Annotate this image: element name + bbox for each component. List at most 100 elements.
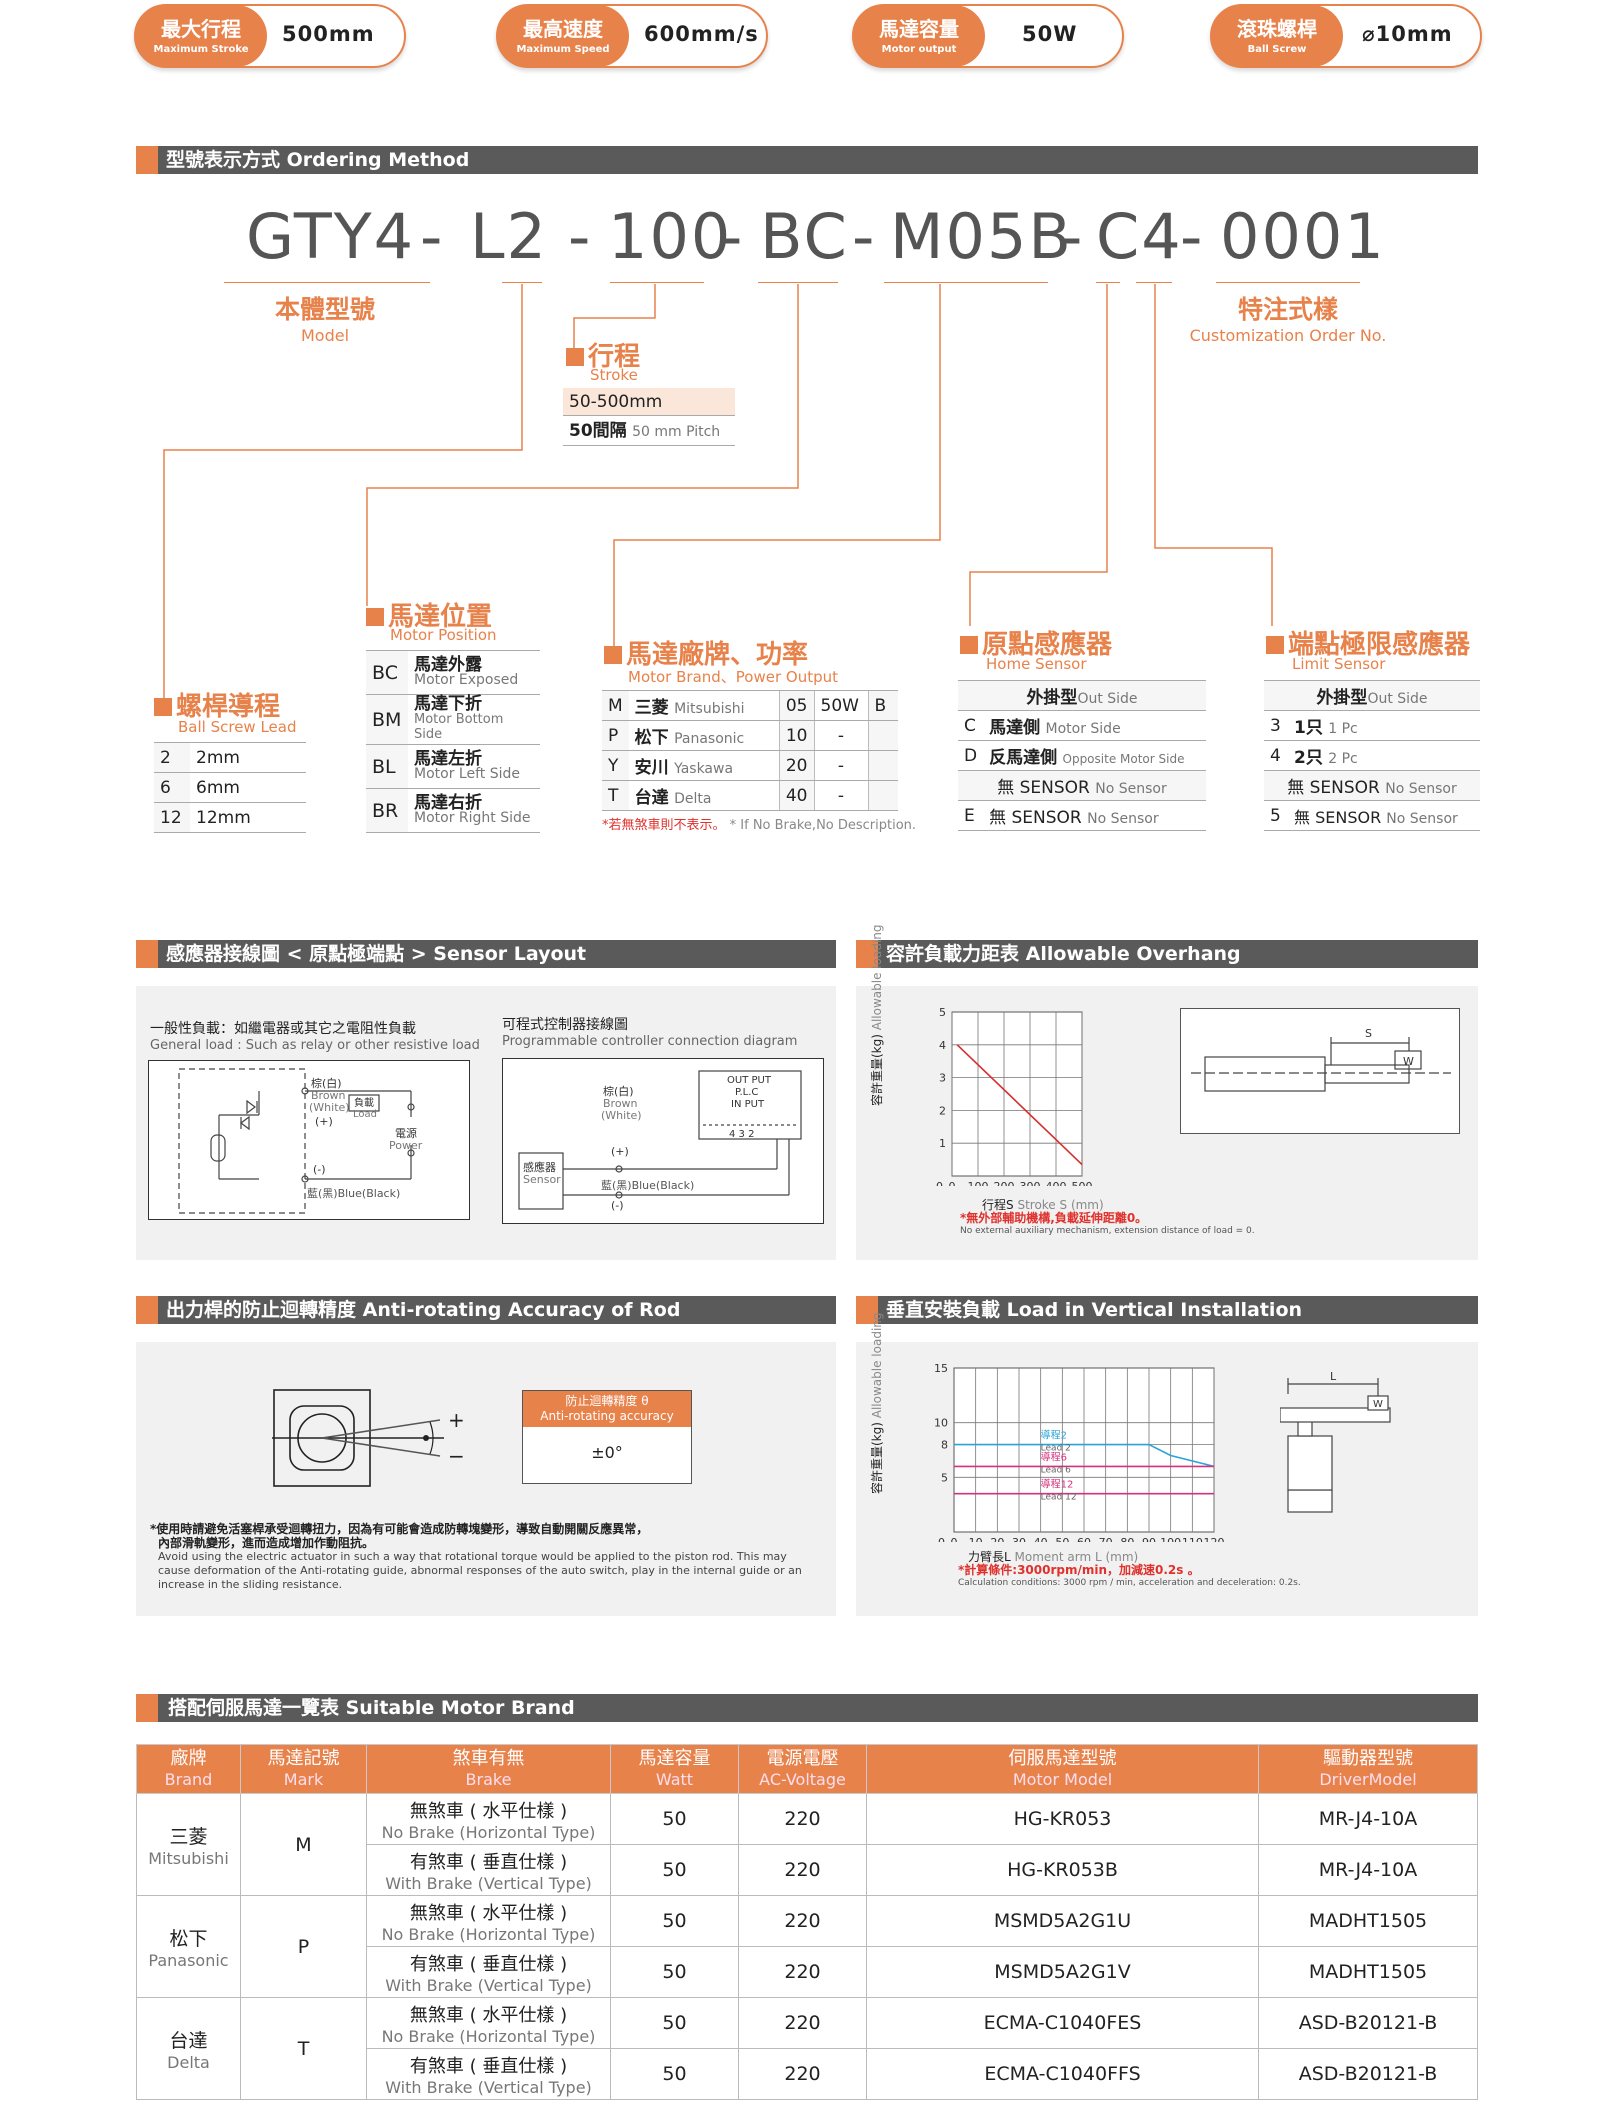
position-code: BC [366, 650, 408, 695]
brake-en: With Brake (Vertical Type) [385, 1975, 592, 1995]
series-label: 導程2 [1041, 1429, 1067, 1442]
spec-label: 滾珠螺桿 [1237, 17, 1317, 41]
origin-label: 0 [936, 1180, 943, 1186]
spec-label-en: Maximum Stroke [153, 44, 249, 55]
code-sensor: C4 [1096, 200, 1183, 273]
col-zh: 伺服馬達型號 [1008, 1748, 1117, 1769]
brand-en: Mitsubishi [148, 1848, 229, 1868]
brake-zh: 無煞車 ( 水平仕樣 ) [409, 1902, 568, 1924]
model-label-zh: 本體型號 [274, 295, 375, 324]
brand-power: 50W [813, 690, 868, 721]
l-label: L [1330, 1370, 1337, 1383]
position-en: Motor Right Side [414, 809, 531, 826]
antirot-note-en: Avoid using the electric actuator in suc… [158, 1550, 802, 1591]
x-tick-label: 40 [1034, 1536, 1048, 1542]
origin-label: 0 [938, 1536, 945, 1542]
brake-zh: 有煞車 ( 垂直仕樣 ) [409, 1953, 568, 1975]
sensor-diagram-general: 棕(白) Brown (White) 負載 Load (+) 電源 Power … [148, 1060, 470, 1220]
underline [1136, 282, 1172, 283]
plus-label: (+) [611, 1145, 629, 1158]
square-icon [366, 608, 384, 626]
home-zh: 反馬達側 [989, 748, 1058, 768]
brake-cell: 有煞車 ( 垂直仕樣 )With Brake (Vertical Type) [366, 2048, 611, 2100]
spec-label-en: Maximum Speed [516, 44, 610, 55]
custom-label-en: Customization Order No. [1189, 326, 1387, 345]
code-dash: - [568, 200, 593, 273]
square-icon [154, 698, 172, 716]
spec-value: 600mm/s [644, 22, 759, 46]
brown-en-label: Brown [311, 1089, 346, 1102]
underline [758, 282, 838, 283]
x-tick-label: 30 [1012, 1536, 1026, 1542]
limit-head-en: Out Side [1367, 691, 1428, 707]
brand-watt: 40 [778, 780, 814, 811]
s-label: S [1365, 1027, 1372, 1040]
output-label: OUT PUT [727, 1075, 772, 1086]
vertical-panel: 容許重量(kg) Allowable loading 0102030405060… [856, 1312, 1478, 1616]
col-zh: 廠牌 [170, 1748, 207, 1769]
custom-label: 特注式樣 Customization Order No. [1178, 290, 1398, 345]
col-en: Brake [465, 1770, 512, 1789]
stroke-row: 50-500mm [563, 388, 735, 416]
brand-zh: 台達 [169, 2029, 208, 2052]
series-label: Lead 2 [1041, 1444, 1071, 1454]
underline [224, 282, 430, 283]
vertical-xlabel-zh: 力臂長L [968, 1550, 1011, 1564]
y-tick-label: 8 [941, 1439, 948, 1452]
overhang-xlabel-zh: 行程S [982, 1198, 1014, 1212]
brand-brake: B [867, 690, 898, 721]
plus-sign: + [448, 1408, 465, 1432]
driver-cell: ASD-B20121-B [1258, 2048, 1478, 2100]
square-icon [960, 636, 978, 654]
antirot-value: ±0° [591, 1443, 623, 1462]
antirot-note-zh2: 內部滑軌變形，進而造成增加作動阻抗。 [158, 1536, 375, 1550]
position-code: BL [366, 744, 408, 789]
x-tick-label: 120 [1204, 1536, 1225, 1542]
brake-cell: 有煞車 ( 垂直仕樣 )With Brake (Vertical Type) [366, 1946, 611, 1998]
x-tick-label: 10 [969, 1536, 983, 1542]
brand-zh: 台達 [634, 788, 669, 808]
voltage-cell: 220 [738, 1946, 867, 1998]
connector-lines [163, 284, 1273, 700]
watt-cell: 50 [610, 2048, 739, 2100]
spec-label-en: Ball Screw [1247, 44, 1307, 55]
series-line [954, 1443, 1215, 1468]
brand-power: - [813, 720, 868, 751]
minus-sign: − [448, 1444, 465, 1468]
home-heading-text: 原點感應器 [982, 630, 1113, 660]
code-dash: - [420, 200, 445, 273]
lead-heading-text: 螺桿導程 [176, 692, 281, 722]
antirot-drawing [272, 1389, 444, 1487]
col-zh: 電源電壓 [766, 1748, 839, 1769]
home-zh: 無 SENSOR [989, 808, 1082, 828]
series-line [956, 1044, 1083, 1166]
watt-cell: 50 [610, 1895, 739, 1947]
home-en: Motor Side [1045, 721, 1121, 737]
spec-label: 馬達容量 [879, 17, 959, 41]
code-dash: - [852, 200, 877, 273]
motor-row: 有煞車 ( 垂直仕樣 )With Brake (Vertical Type) 5… [137, 2048, 1478, 2100]
x-tick-label: 300 [1020, 1180, 1041, 1186]
brand-note: *若無煞車則不表示。 * If No Brake,No Description. [602, 814, 916, 833]
col-zh: 馬達容量 [638, 1748, 711, 1769]
voltage-cell: 220 [738, 2048, 867, 2100]
model-cell: HG-KR053 [866, 1793, 1259, 1845]
limit-code: 3 [1264, 710, 1288, 741]
driver-cell: ASD-B20121-B [1258, 1997, 1478, 2049]
underline [1216, 282, 1360, 283]
square-icon [1266, 636, 1284, 654]
